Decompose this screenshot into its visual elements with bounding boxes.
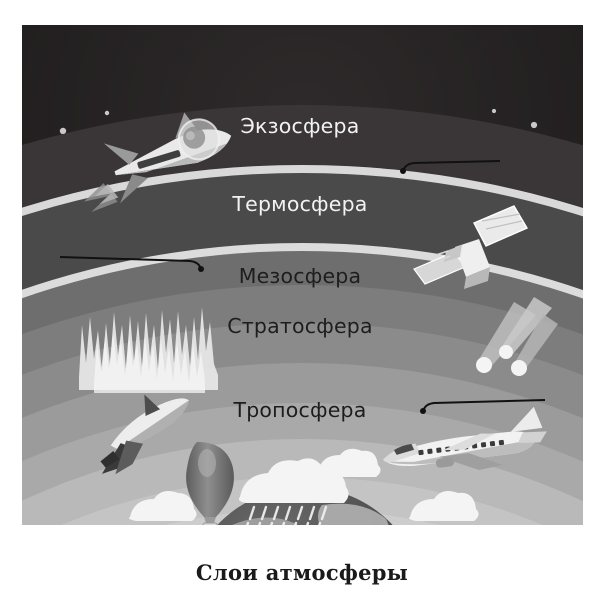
leader-lines (59, 160, 546, 414)
leader-thermosphere-top (403, 160, 501, 170)
hot-air-balloon-illustration (186, 442, 234, 525)
aurora-illustration (79, 307, 218, 393)
layer-label-stratosphere: Стратосфера (227, 314, 373, 338)
atmosphere-diagram-svg: x x x x x x x x x x x x x x x x x x x x … (22, 25, 583, 525)
leader-mesosphere-top (59, 256, 201, 268)
figure-caption: Слои атмосферы (195, 560, 409, 585)
layer-label-thermosphere: Термосфера (231, 192, 367, 216)
cloud-illustration (128, 448, 479, 521)
layer-label-troposphere: Тропосфера (232, 398, 366, 422)
rain-illustration (246, 505, 328, 525)
space-shuttle-illustration (100, 394, 189, 475)
satellite-illustration (413, 205, 529, 289)
airplane-illustration (383, 406, 547, 470)
atmosphere-scene: x x x x x x x x x x x x x x x x x x x x … (22, 25, 583, 525)
layer-label-mesosphere: Мезосфера (239, 264, 362, 288)
rocket-illustration (84, 112, 232, 212)
leader-troposphere-top (423, 399, 546, 410)
meteors-illustration (476, 297, 558, 376)
layer-label-exosphere: Экзосфера (241, 114, 360, 138)
